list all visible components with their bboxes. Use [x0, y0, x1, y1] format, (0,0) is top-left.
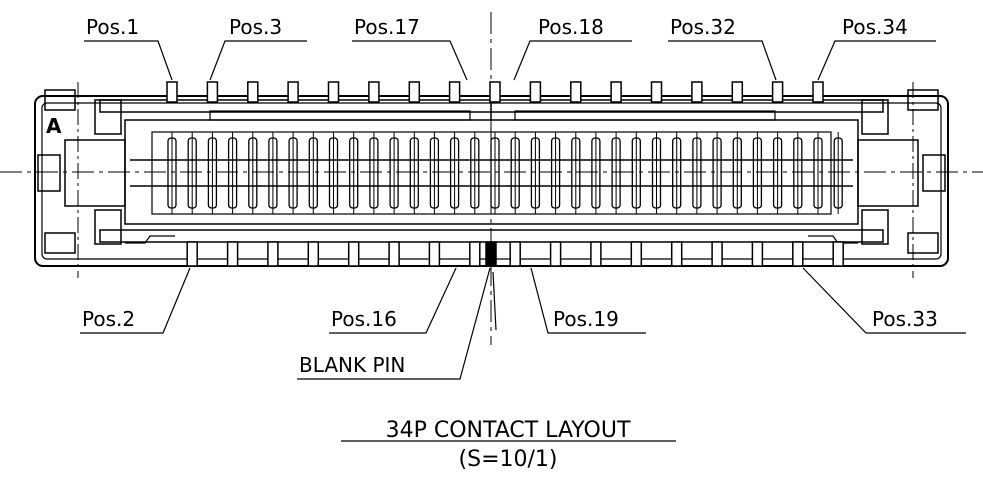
left-clip-bottom: [94, 209, 122, 245]
top-pin: [247, 81, 259, 103]
left-peg: [37, 154, 61, 192]
top-pin: [206, 81, 219, 103]
label-pos17: Pos.17: [354, 15, 420, 39]
right-cap-top: [907, 89, 939, 111]
leader-pos1: [84, 40, 173, 81]
left-cap-top: [44, 89, 76, 111]
bottom-pin: [590, 241, 602, 267]
leader-pos19: [530, 267, 646, 334]
top-pin: [448, 81, 461, 103]
bottom-pin: [630, 241, 643, 267]
bottom-pin: [186, 241, 198, 267]
top-pin: [287, 81, 299, 103]
right-peg: [922, 154, 946, 192]
leader-pos2: [80, 267, 191, 334]
label-pos3: Pos.3: [229, 15, 282, 39]
bottom-pin: [792, 241, 804, 267]
top-pin: [368, 81, 380, 103]
blank-pin: [485, 241, 497, 267]
top-pin: [570, 81, 582, 103]
bottom-pin: [469, 241, 481, 267]
label-pos33: Pos.33: [872, 307, 938, 331]
bottom-pin: [549, 241, 562, 267]
left-cap-bottom: [44, 232, 76, 254]
bottom-pin: [307, 241, 320, 267]
top-pin: [812, 81, 824, 103]
left-end-cap: [37, 82, 175, 278]
leader-pos3: [209, 40, 307, 81]
leader-pos33: [802, 267, 966, 334]
top-pin: [529, 81, 542, 103]
bottom-pin: [428, 241, 441, 267]
top-pin: [327, 81, 340, 103]
bottom-pin: [670, 241, 683, 267]
orientation-marker-a: A: [46, 114, 62, 138]
leader-pos18: [513, 40, 632, 81]
drawing-title: 34P CONTACT LAYOUT: [386, 418, 631, 443]
bottom-pin: [388, 241, 400, 267]
leader-pos17: [352, 40, 468, 81]
leader-blank-pin: [297, 267, 491, 380]
bottom-pin: [832, 241, 844, 267]
right-cap-bottom: [907, 232, 939, 254]
leader-pos32: [668, 40, 777, 81]
label-pos18: Pos.18: [538, 15, 604, 39]
leader-pos16: [329, 267, 457, 334]
leader-lines: [80, 40, 966, 442]
right-clip-top: [861, 99, 889, 135]
right-clip-bottom: [861, 209, 889, 245]
left-block: [64, 139, 126, 207]
top-slot-left: [209, 110, 471, 121]
right-step: [808, 235, 858, 244]
top-pin: [166, 81, 178, 103]
bottom-pin: [509, 241, 521, 267]
right-end-cap: [808, 82, 946, 278]
bottom-pin: [751, 241, 764, 267]
top-slot-right: [514, 110, 776, 121]
bottom-pin: [711, 241, 723, 267]
right-block: [857, 139, 919, 207]
label-blank-pin: BLANK PIN: [299, 353, 405, 377]
top-pin: [489, 81, 501, 103]
leader-blank-pin-2: [492, 271, 497, 331]
bottom-pin: [226, 241, 239, 267]
label-pos34: Pos.34: [842, 15, 908, 39]
leader-pos34: [817, 40, 936, 81]
pin-array: [166, 81, 844, 267]
drawing-scale: (S=10/1): [459, 447, 558, 472]
label-pos19: Pos.19: [553, 307, 619, 331]
label-pos2: Pos.2: [82, 307, 135, 331]
top-pin: [650, 81, 663, 103]
top-pin: [731, 81, 744, 103]
bottom-pin: [267, 241, 279, 267]
top-pin: [408, 81, 421, 103]
left-clip-top: [94, 99, 122, 135]
top-pin: [771, 81, 784, 103]
contact-zone: [151, 131, 832, 215]
label-pos16: Pos.16: [331, 307, 397, 331]
top-pin: [610, 81, 622, 103]
bottom-pin: [347, 241, 360, 267]
label-pos32: Pos.32: [670, 15, 736, 39]
left-step: [125, 235, 175, 244]
label-pos1: Pos.1: [86, 15, 139, 39]
top-pin: [691, 81, 703, 103]
